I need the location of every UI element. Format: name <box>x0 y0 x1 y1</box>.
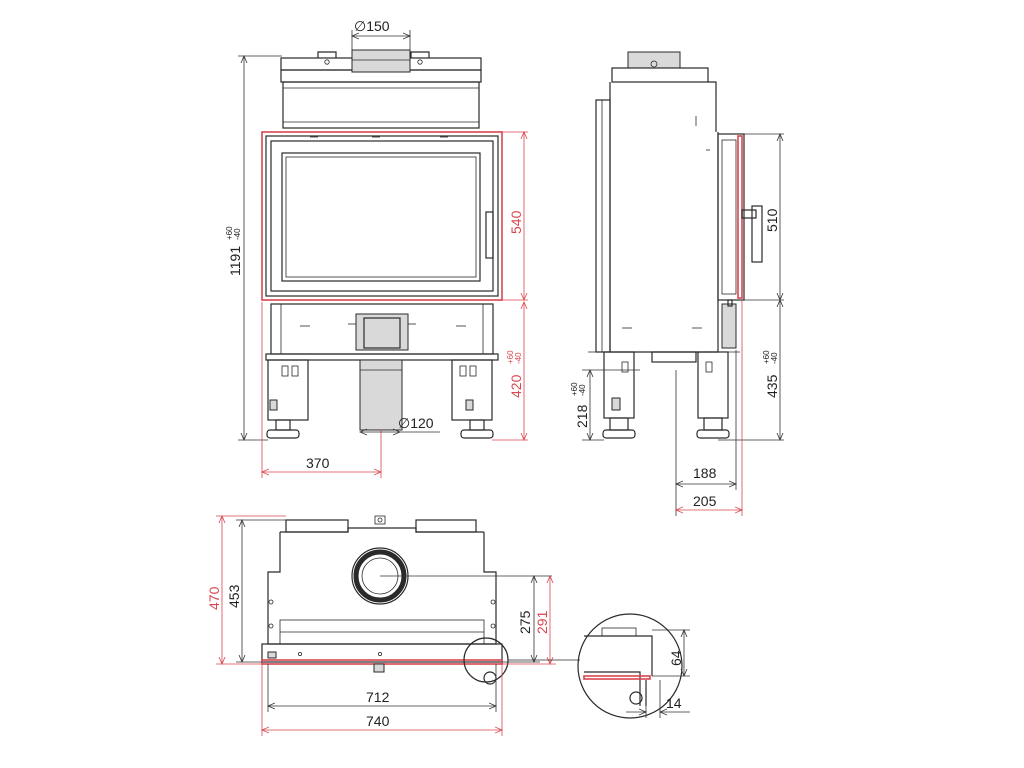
svg-text:+60: +60 <box>570 382 579 396</box>
dim-door-height: 540 <box>508 210 524 234</box>
side-air-damper <box>721 303 737 349</box>
air-inlet-pipe <box>359 359 403 431</box>
dim-glass-height: 510 <box>764 208 780 232</box>
svg-text:-40: -40 <box>770 352 779 364</box>
dim-total-height: 1191 <box>227 246 243 276</box>
side-view: 510 435 +60 -40 218 +60 -40 188 205 <box>570 51 784 516</box>
dim-depth-inner: 188 <box>693 465 717 481</box>
svg-text:-40: -40 <box>514 352 523 364</box>
top-front-frame <box>261 643 503 663</box>
side-legs <box>602 351 730 439</box>
svg-text:+60: +60 <box>506 350 515 364</box>
dim-flue-center-inner: 275 <box>517 610 533 634</box>
top-right-tab <box>415 519 477 533</box>
svg-text:-40: -40 <box>233 228 242 240</box>
dim-flue-center-outer: 291 <box>534 610 550 634</box>
side-body <box>609 82 719 353</box>
svg-text:+60: +60 <box>225 226 234 240</box>
front-right-leg <box>451 359 494 439</box>
door-glass <box>281 152 481 282</box>
top-body-outline <box>267 532 497 645</box>
side-flue-collar <box>627 51 681 69</box>
dim-offset-width: 370 <box>306 455 330 471</box>
dim-depth-outer: 205 <box>693 493 717 509</box>
side-top-rail <box>611 67 709 83</box>
detail-view: 64 14 <box>508 613 690 719</box>
dim-lower-height: 435 <box>764 374 780 398</box>
door-frame-outer <box>261 131 503 301</box>
svg-text:-40: -40 <box>578 384 587 396</box>
front-base-plate <box>265 353 499 361</box>
dim-top-width-inner: 712 <box>366 689 390 705</box>
dim-top-depth-inner: 453 <box>226 584 242 608</box>
detail-wheel <box>629 691 643 705</box>
flue-collar <box>351 49 411 73</box>
dim-top-depth-outer: 470 <box>206 586 222 610</box>
dim-air-inlet-diameter: ∅120 <box>398 415 434 431</box>
air-damper <box>355 313 409 351</box>
front-view: ∅150 1191 +60 -40 540 420 +60 -40 370 ∅1… <box>225 18 528 478</box>
dim-detail-offset: 14 <box>666 695 682 711</box>
dim-base-height: 420 <box>508 374 524 398</box>
svg-text:+60: +60 <box>762 350 771 364</box>
front-left-leg <box>266 359 309 439</box>
dim-leg-height: 218 <box>574 404 590 428</box>
front-hood <box>282 81 480 129</box>
top-left-tab <box>285 519 349 533</box>
top-view: 470 453 275 291 712 740 <box>206 516 556 736</box>
dim-top-width-outer: 740 <box>366 713 390 729</box>
door-handle <box>485 211 494 259</box>
dim-flue-diameter: ∅150 <box>354 18 390 34</box>
dim-detail-height: 64 <box>668 650 684 666</box>
